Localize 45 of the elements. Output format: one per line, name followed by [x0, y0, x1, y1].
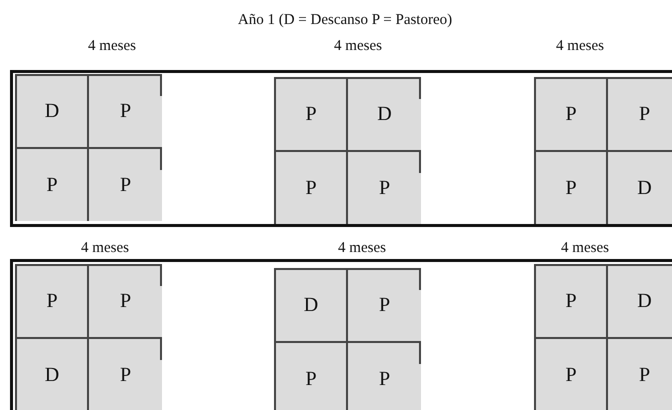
paddock-letter: P — [120, 174, 132, 196]
paddock-letter: D — [637, 176, 652, 200]
paddock-letter: P — [305, 368, 317, 390]
paddock-block — [274, 77, 421, 224]
period-frame — [10, 70, 672, 227]
paddock-letter: P — [305, 103, 317, 126]
paddock-cell — [276, 79, 348, 152]
paddock-letter: D — [304, 294, 318, 317]
duration-label: 4 meses — [556, 38, 604, 55]
paddock-letter: D — [44, 364, 60, 386]
paddock-cell — [17, 266, 89, 339]
paddock-letter: P — [378, 294, 390, 317]
paddock-letter: P — [120, 364, 132, 386]
paddock-block — [274, 268, 421, 410]
duration-label: 4 meses — [338, 240, 386, 257]
paddock-letter: P — [305, 176, 317, 200]
duration-label: 4 meses — [88, 38, 136, 55]
paddock-letter: P — [120, 290, 132, 313]
paddock-letter: P — [638, 103, 650, 126]
duration-label: 4 meses — [81, 240, 129, 257]
paddock-block — [15, 74, 162, 221]
paddock-cell — [536, 79, 608, 152]
paddock-cell — [536, 266, 608, 339]
paddock-letter: P — [46, 290, 58, 313]
paddock-letter: P — [565, 103, 577, 126]
paddock-letter: P — [46, 174, 58, 196]
paddock-letter: P — [565, 176, 577, 200]
paddock-letter: D — [44, 100, 60, 123]
paddock-block — [15, 264, 162, 410]
paddock-cell — [276, 270, 348, 343]
period-frame — [10, 259, 672, 410]
paddock-letter: D — [637, 290, 652, 313]
paddock-block — [534, 77, 672, 224]
paddock-letter: P — [565, 364, 577, 386]
duration-label: 4 meses — [334, 38, 382, 55]
paddock-letter: P — [120, 100, 132, 123]
paddock-letter: P — [638, 364, 650, 386]
paddock-letter: P — [378, 368, 390, 390]
paddock-cell — [17, 76, 89, 149]
duration-label: 4 meses — [561, 240, 609, 257]
paddock-block — [534, 264, 672, 410]
diagram-title: Año 1 (D = Descanso P = Pastoreo) — [236, 12, 454, 29]
paddock-letter: P — [378, 176, 390, 200]
paddock-letter: D — [377, 103, 392, 126]
paddock-letter: P — [565, 290, 577, 313]
